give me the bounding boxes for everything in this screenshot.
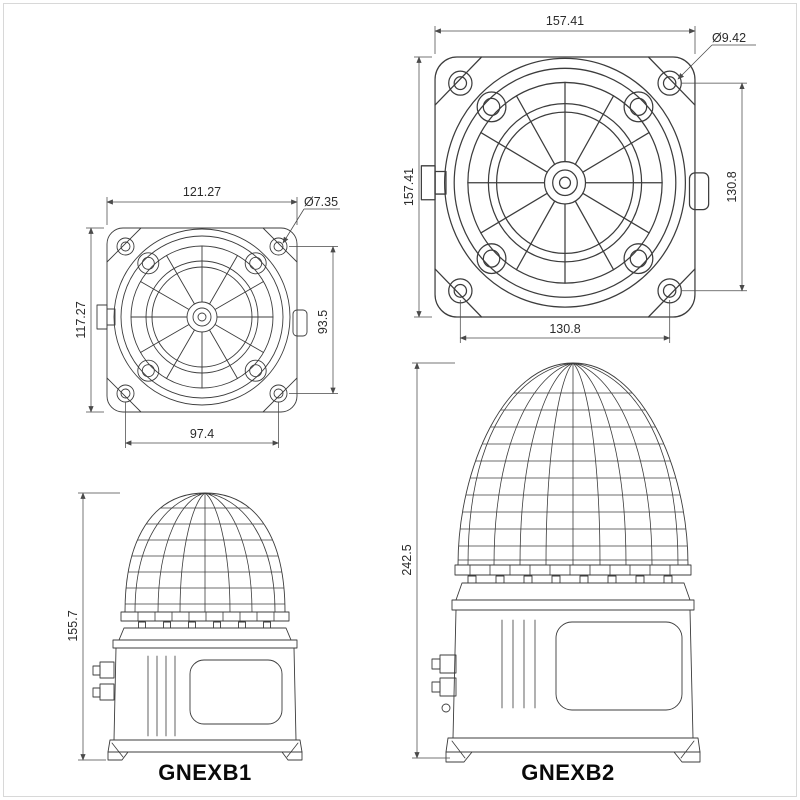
body-top-band: [112, 639, 298, 649]
cage-dome-outline: [124, 492, 286, 613]
gnexb2-front-view: [420, 56, 710, 318]
gnexb2-cage-bars: [458, 363, 688, 565]
dim-hole-diameter: Ø7.35: [304, 195, 338, 209]
conduit-entries: [431, 654, 457, 713]
collar-bolts: [467, 575, 673, 584]
conduit-plug: [99, 661, 115, 679]
conduit-plug: [439, 654, 457, 674]
body: [113, 647, 297, 741]
conduit-plug: [92, 665, 101, 676]
gnexb1-front-view: [96, 227, 308, 413]
body: [452, 609, 694, 739]
collar: [455, 582, 691, 601]
cage-vertical-bars: [467, 363, 679, 565]
conduit-plug: [431, 681, 441, 693]
product-label-gnexb1: GNEXB1: [158, 760, 251, 785]
product-label-gnexb2: GNEXB2: [521, 760, 614, 785]
bolt-head: [238, 621, 246, 629]
bolt-head: [138, 621, 146, 629]
bolt-head: [579, 575, 589, 584]
gnexb1-cage-bars: [125, 493, 285, 612]
ring-ticks: [469, 564, 671, 576]
dim-height: 157.41: [402, 168, 416, 206]
dim-bolt-spacing-v: 130.8: [725, 171, 739, 202]
bolt-head: [635, 575, 645, 584]
label-plate: [189, 659, 283, 725]
foot-hatch: [111, 742, 299, 758]
extension-lines: [86, 227, 104, 413]
dim-hole-diameter: Ø9.42: [712, 31, 746, 45]
gnexb1-side-view: [92, 492, 303, 761]
bolt-head: [607, 575, 617, 584]
dim-overall-height: 155.7: [66, 610, 80, 641]
dim-height: 117.27: [74, 301, 88, 338]
extension-lines: [414, 56, 432, 318]
cage-dome-outline: [457, 362, 689, 566]
bolt-head: [163, 621, 171, 629]
gnexb1-front-dimensions: 121.27 Ø7.35 117.27 93.5 97.4: [74, 185, 340, 448]
gnexb2-side-view: [431, 362, 701, 763]
dim-overall-height: 242.5: [400, 544, 414, 575]
gnexb2-front-dimensions: 157.41 Ø9.42 157.41 130.8 130.8: [402, 14, 756, 343]
extension-lines: [682, 82, 747, 292]
base-feet: [445, 751, 701, 763]
extension-lines: [78, 492, 120, 761]
cage-base-ring: [120, 611, 290, 622]
collar: [118, 627, 292, 641]
gnexb2-side-dimension: 242.5: [400, 362, 455, 759]
ring-ticks: [137, 611, 275, 622]
extension-lines: [412, 362, 455, 759]
cage-vertical-bars: [134, 493, 276, 612]
bolt-head: [188, 621, 196, 629]
leader-line: [678, 44, 756, 79]
conduit-bolt: [441, 703, 451, 713]
cooling-fins: [501, 619, 536, 709]
bolt-head: [263, 621, 271, 629]
cooling-fins: [147, 655, 176, 737]
bolt-head: [467, 575, 477, 584]
base-flange: [107, 739, 303, 753]
base-flange: [445, 737, 701, 753]
bolt-head: [213, 621, 221, 629]
extension-lines: [106, 197, 298, 225]
base-feet: [107, 751, 303, 761]
collar-bolts: [138, 621, 271, 629]
extension-lines: [125, 402, 279, 448]
dim-width: 121.27: [183, 185, 221, 199]
conduit-plug: [92, 687, 101, 698]
conduit-plug: [99, 683, 115, 701]
foot-hatch: [451, 740, 695, 759]
bolt-head: [551, 575, 561, 584]
dim-width: 157.41: [546, 14, 584, 28]
conduit-entries: [92, 661, 115, 701]
bolt-head: [663, 575, 673, 584]
conduit-plug: [431, 658, 441, 670]
bolt-head: [523, 575, 533, 584]
gnexb1-side-dimension: 155.7: [66, 492, 120, 761]
dim-bolt-spacing-h: 130.8: [549, 322, 580, 336]
cage-base-ring: [454, 564, 692, 576]
label-plate: [555, 621, 683, 711]
dim-bolt-spacing-h: 97.4: [190, 427, 214, 441]
body-top-band: [451, 599, 695, 611]
dim-bolt-spacing-v: 93.5: [316, 310, 330, 334]
bolt-head: [495, 575, 505, 584]
extension-lines: [434, 26, 696, 54]
extension-lines: [289, 246, 338, 394]
leader-line: [283, 208, 340, 243]
